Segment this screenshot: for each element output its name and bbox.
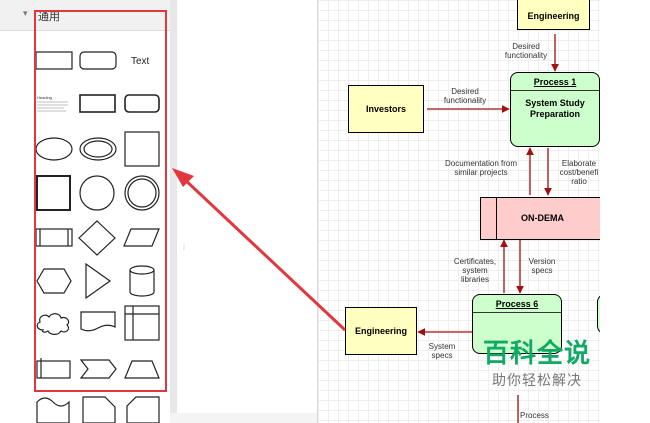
process6-node[interactable]: Process 6 — [472, 294, 562, 354]
label-desired-left: Desired functionality — [443, 87, 487, 105]
on-demand-divider — [496, 197, 497, 240]
label-certificates: Certificates, system libraries — [453, 257, 497, 284]
label-elaborate: Elaborate cost/benefi ratio — [559, 159, 599, 186]
investors-node[interactable]: Investors — [348, 85, 424, 133]
watermark-title: 百科全说 — [483, 339, 592, 369]
on-demand-node[interactable]: ON-DEMA — [480, 197, 600, 240]
rectangle-shape[interactable] — [35, 51, 73, 70]
label-version-specs: Version specs — [528, 257, 556, 275]
internal-storage-shape[interactable] — [124, 305, 160, 341]
sidebar-gap — [177, 0, 317, 423]
step-shape[interactable] — [79, 359, 117, 379]
process6-title: Process 6 — [495, 299, 539, 309]
label-desired-top: Desired functionality — [504, 42, 548, 60]
palette-section-header[interactable]: ▾ 通用 — [0, 0, 170, 31]
label-documentation: Documentation from similar projects — [444, 159, 518, 177]
triangle-shape[interactable] — [85, 262, 112, 300]
shape-palette: ▾ 通用 — [0, 0, 170, 423]
parallelogram-shape[interactable] — [123, 228, 160, 247]
cylinder-shape[interactable] — [129, 270, 155, 297]
on-demand-label: ON-DEMA — [521, 213, 564, 223]
card-shape[interactable] — [126, 396, 160, 423]
label-system-specs: System specs — [428, 342, 456, 360]
engineering-top-node[interactable]: Engineering — [517, 0, 590, 30]
process1-body: System Study Preparation — [511, 90, 599, 120]
engineering-top-label: Engineering — [527, 11, 580, 21]
investors-label: Investors — [365, 104, 407, 114]
document-shape[interactable] — [80, 311, 116, 332]
tape-shape[interactable] — [36, 397, 70, 423]
engineering-bottom-node[interactable]: Engineering — [345, 307, 417, 355]
process6-divider — [473, 312, 561, 313]
double-circle-inner — [127, 178, 157, 208]
diagram-canvas[interactable]: Engineering Desired functionality Invest… — [317, 0, 600, 423]
palette-section-title: 通用 — [38, 10, 60, 23]
bottom-scroll-strip — [170, 413, 317, 423]
diamond-shape[interactable] — [78, 220, 116, 256]
text-shape[interactable]: Text — [131, 56, 150, 67]
square-shape[interactable] — [124, 131, 160, 167]
heading-shape-lines — [37, 101, 68, 112]
cylinder-top — [129, 265, 155, 275]
heavy-rounded-rectangle-shape[interactable] — [124, 94, 160, 113]
right-panel-edge — [600, 0, 650, 423]
note-shape[interactable] — [82, 396, 116, 423]
label-process-bottom: Process — [520, 411, 549, 420]
ellipse-shape[interactable] — [35, 137, 73, 161]
heavy-rectangle-shape[interactable] — [79, 94, 116, 113]
collapse-caret-icon[interactable]: ▾ — [23, 9, 28, 19]
connector-arrows — [417, 34, 559, 423]
process1-node[interactable]: Process 1 System Study Preparation — [510, 72, 600, 147]
cloud-shape[interactable] — [36, 313, 70, 335]
hexagon-shape[interactable] — [36, 268, 72, 294]
watermark-subtitle: 助你轻松解决 — [492, 373, 582, 389]
engineering-bottom-label: Engineering — [354, 326, 407, 336]
circle-shape[interactable] — [79, 175, 115, 211]
sidebar-scrollbar[interactable] — [170, 0, 177, 413]
trapezoid-shape[interactable] — [124, 360, 160, 379]
heading-shape-title[interactable]: Heading — [37, 95, 52, 100]
process1-title: Process 1 — [533, 77, 577, 87]
splitter-handle-icon[interactable]: ⁞ — [183, 245, 185, 252]
rounded-rectangle-shape[interactable] — [79, 51, 117, 70]
bold-square-shape[interactable] — [36, 175, 71, 211]
cube-shape[interactable] — [36, 360, 71, 379]
palette-shapes: Text Heading — [35, 51, 160, 423]
double-ellipse-inner — [83, 140, 113, 158]
process-shape[interactable] — [35, 228, 73, 247]
